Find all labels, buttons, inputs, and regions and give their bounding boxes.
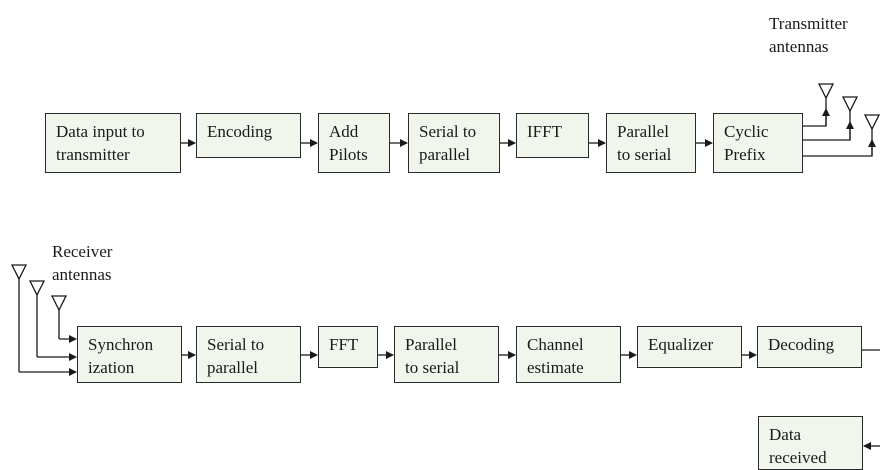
block-serial-to-parallel-tx: Serial to parallel [408,113,500,173]
block-cyclic-prefix: Cyclic Prefix [713,113,803,173]
block-data-input: Data input to transmitter [45,113,181,173]
block-parallel-to-serial-rx: Parallel to serial [394,326,499,383]
block-serial-to-parallel-rx: Serial to parallel [196,326,301,383]
block-data-received: Data received [758,416,863,470]
rx-antenna-3-icon [50,295,68,339]
block-encoding: Encoding [196,113,301,158]
tx-feed-1 [803,108,830,127]
tx-feed-3 [803,139,876,157]
block-channel-estimate: Channel estimate [516,326,621,383]
block-parallel-to-serial-tx: Parallel to serial [606,113,696,173]
rx-antenna-1-icon [10,264,28,372]
block-ifft: IFFT [516,113,589,158]
receiver-antennas-caption: Receiver antennas [52,242,113,284]
block-synchronization: Synchron ization [77,326,182,383]
block-equalizer: Equalizer [637,326,742,368]
block-fft: FFT [318,326,378,368]
rx-antenna-2-icon [28,280,46,357]
block-add-pilots: Add Pilots [318,113,390,173]
tx-feed-2 [803,121,854,141]
block-decoding: Decoding [757,326,862,368]
transmitter-antennas-caption: Transmitter antennas [769,14,848,56]
